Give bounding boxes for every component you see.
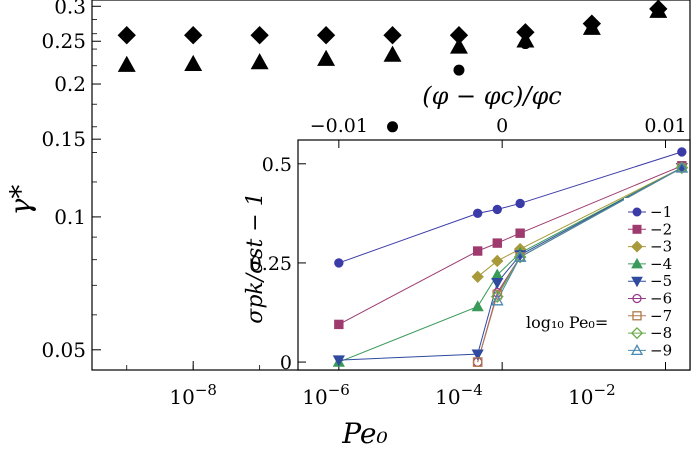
inset-point-s1-4 [677, 147, 687, 157]
legend-label-8: −8 [650, 324, 672, 342]
legend-marker-5 [631, 276, 643, 288]
legend-marker-7 [632, 311, 642, 321]
main-point-circle-4 [652, 4, 664, 16]
inset-x-axis-title: (φ − φc)/φc [422, 82, 561, 110]
legend-marker-6 [632, 293, 642, 304]
main-ytick-label-0: 0.3 [54, 0, 86, 18]
main-point-triangle-5 [449, 37, 468, 54]
main-point-diamond-2 [250, 26, 269, 45]
legend-label-2: −2 [650, 220, 672, 238]
inset-point-s9-0 [490, 294, 504, 306]
main-xtick-label-3: 10−2 [568, 381, 616, 409]
main-point-diamond-4 [383, 26, 402, 45]
main-point-triangle-3 [317, 49, 336, 66]
inset-legend: −1−2−3−4−5−6−7−8−9 [624, 198, 686, 359]
main-x-axis-title: Pe₀ [341, 417, 387, 449]
main-y-axis-title-text: γ* [4, 185, 37, 216]
inset-point-s9-2 [675, 161, 689, 173]
main-xtick-label-1: 10−6 [302, 381, 350, 409]
main-x-axis-title-text: Pe₀ [341, 417, 387, 449]
main-ytick-label-1: 0.25 [41, 29, 86, 53]
inset-y-axis-title: σpk/σst − 1 [243, 192, 268, 323]
main-point-circle-0 [387, 121, 399, 133]
inset-point-s3-1 [491, 254, 504, 268]
inset-point-s1-1 [472, 208, 483, 219]
main-y-axis-title: γ* [4, 185, 37, 216]
main-point-triangle-1 [184, 54, 203, 72]
inset-xtick-label-2: 0.01 [644, 115, 686, 137]
inset-points [332, 147, 689, 367]
main-point-diamond-1 [184, 26, 203, 45]
legend-label-6: −6 [650, 290, 672, 308]
inset-point-s7-0 [472, 357, 483, 367]
inset-point-s5-0 [332, 355, 345, 367]
main-point-circle-2 [519, 38, 531, 50]
inset-ticks: −0.01 0 0.01 0 0.25 0.5 [250, 115, 687, 374]
main-point-diamond-0 [117, 26, 136, 45]
inset-point-s2-0 [334, 319, 344, 330]
legend-marker-1 [632, 207, 642, 217]
inset-x-axis-title-text: (φ − φc)/φc [422, 82, 561, 110]
inset-ytick-label-1: 0.25 [250, 253, 292, 275]
legend-marker-2 [632, 224, 642, 234]
main-ytick-label-4: 0.1 [54, 205, 86, 229]
main-points [117, 0, 668, 133]
main-ytick-label-5: 0.05 [41, 338, 86, 362]
legend-marker-8 [630, 326, 644, 340]
inset-point-s5-1 [471, 349, 484, 361]
main-ytick-label-3: 0.15 [41, 127, 86, 151]
inset-point-s8-0 [490, 290, 504, 304]
legend-label-9: −9 [650, 341, 672, 359]
inset-point-s8-1 [513, 250, 527, 264]
legend-label-3: −3 [650, 238, 672, 256]
inset-legend-title-text: log₁₀ Pe₀= [526, 313, 608, 332]
legend-label-5: −5 [650, 272, 672, 290]
main-xtick-label-0: 10−8 [169, 381, 217, 409]
main-xtick-label-2: 10−4 [435, 381, 483, 409]
inset-legend-title: log₁₀ Pe₀= [526, 313, 608, 332]
inset-point-s3-0 [471, 270, 484, 283]
legend-marker-9 [630, 344, 644, 356]
main-ytick-label-2: 0.2 [54, 72, 86, 96]
inset-xtick-label-0: −0.01 [310, 115, 368, 137]
legend-marker-4 [631, 257, 643, 269]
inset-y-axis-title-text: σpk/σst − 1 [243, 192, 268, 323]
inset-line-series-3 [477, 167, 683, 278]
inset-point-s1-2 [492, 204, 502, 215]
legend-label-4: −4 [650, 255, 672, 273]
main-point-circle-3 [586, 20, 598, 32]
main-point-triangle-2 [250, 53, 269, 70]
inset-point-s2-1 [472, 246, 483, 256]
inset-ytick-label-2: 0.5 [262, 154, 292, 176]
main-point-diamond-3 [316, 26, 336, 45]
legend-label-1: −1 [650, 203, 672, 221]
inset-point-s5-2 [491, 278, 504, 290]
main-point-circle-1 [453, 64, 465, 76]
inset-point-s1-0 [334, 258, 344, 268]
inset-ytick-label-0: 0 [280, 352, 292, 374]
inset-point-s9-1 [513, 250, 527, 262]
inset-point-s2-3 [515, 228, 525, 238]
main-point-triangle-4 [383, 45, 402, 62]
main-ticks: 10−8 10−6 10−4 10−2 0.3 0.25 0.2 0.15 0.1 0.05 [41, 0, 659, 409]
inset-point-s2-2 [492, 238, 502, 248]
inset-xtick-label-1: 0 [496, 115, 508, 137]
inset-point-s8-2 [675, 161, 689, 175]
main-point-triangle-0 [117, 55, 136, 72]
legend-marker-3 [631, 240, 643, 253]
legend-label-7: −7 [650, 307, 672, 325]
inset-point-s1-3 [515, 198, 525, 209]
inset-point-s4-1 [471, 300, 484, 312]
